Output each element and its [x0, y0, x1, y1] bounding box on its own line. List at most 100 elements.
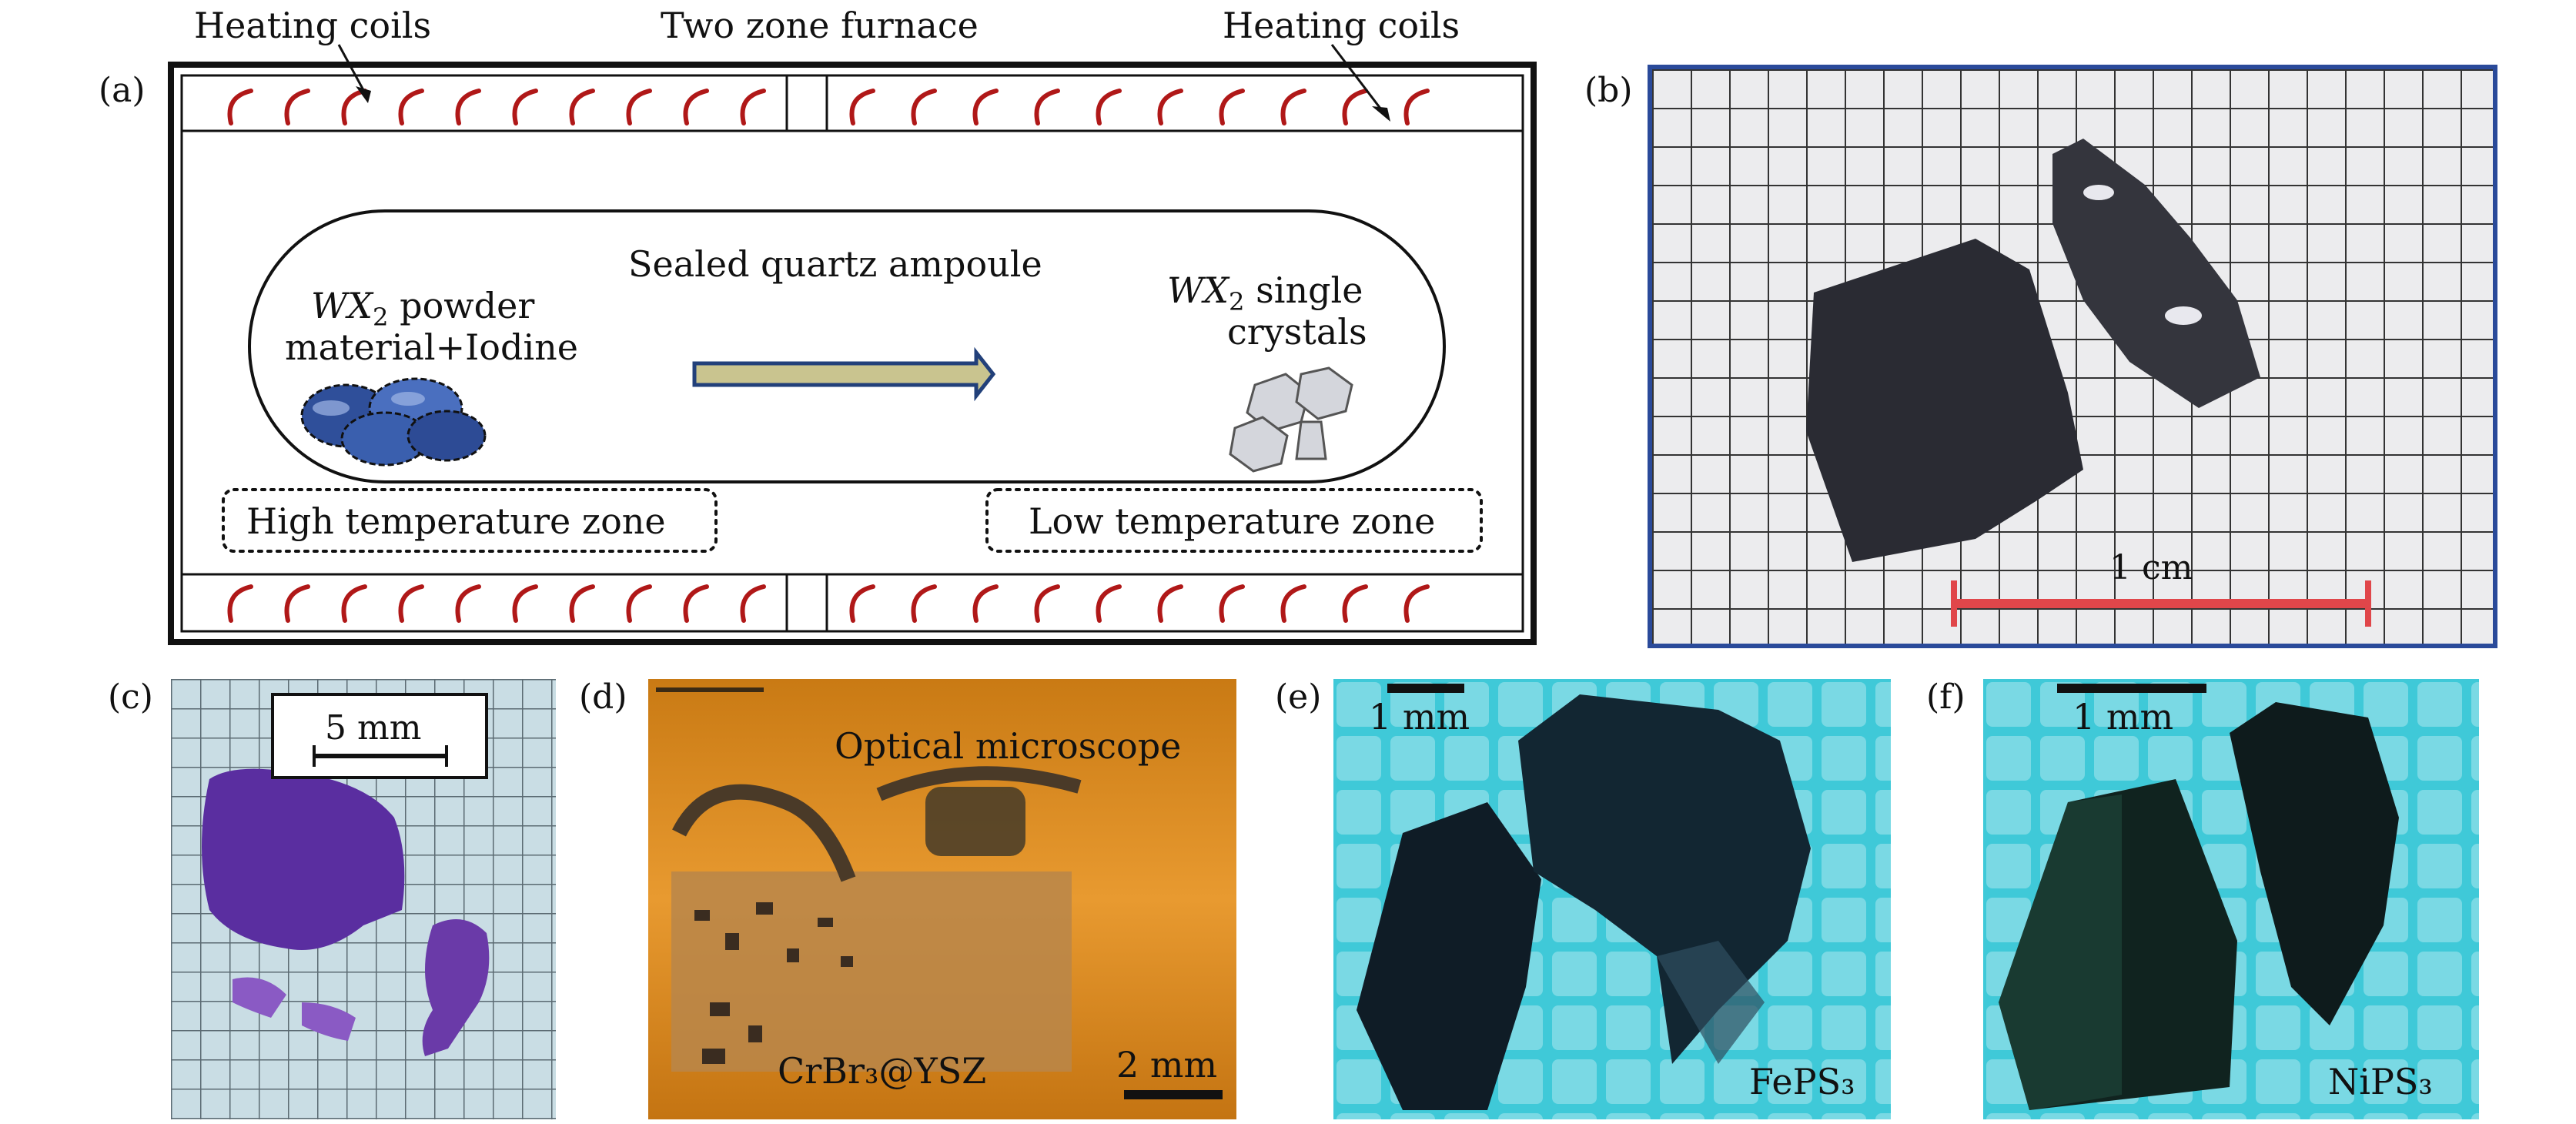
heating-coil-arc [1342, 584, 1368, 623]
heating-coil-arc [683, 89, 709, 125]
heating-coil-arc [1157, 584, 1183, 623]
heating-coils-pointer-left-head [356, 86, 371, 103]
panel-d-photo [648, 679, 1236, 1119]
high-temperature-zone-label: High temperature zone [246, 500, 666, 542]
panel-f-scale-label: 1 mm [2073, 696, 2174, 738]
low-temperature-zone-label: Low temperature zone [1029, 500, 1436, 542]
heating-coil-arc [626, 89, 652, 125]
panel-f-compound-label: NiPS₃ [2328, 1061, 2433, 1102]
panel-c-photo [171, 679, 556, 1119]
wire-left [672, 784, 856, 882]
crystal-fepse3-left [1357, 802, 1541, 1110]
heating-coil-arc [740, 89, 766, 125]
powder-label-line1: WX2 powder [311, 285, 534, 332]
heating-coils-label-left: Heating coils [194, 5, 432, 46]
heating-coil-arc [1403, 89, 1430, 125]
heating-coil-arc [569, 89, 595, 125]
heating-coil-arc [683, 584, 709, 623]
crystal-label-line1: WX2 single [1167, 269, 1363, 316]
crystal-formula-symbol: WX [1167, 269, 1229, 311]
heating-coil-arc [569, 584, 595, 623]
heating-coil-arc [455, 89, 481, 125]
low-temperature-zone-box [985, 488, 1483, 553]
ampoule-label: Sealed quartz ampoule [628, 243, 1042, 285]
panel-d-title: Optical microscope [835, 725, 1182, 767]
transport-arrow [692, 346, 996, 402]
top-heating-coils [227, 89, 1430, 125]
heating-coil-arc [227, 89, 253, 125]
top-zone-divider [785, 74, 828, 132]
ysz-substrate [671, 871, 1072, 1072]
panel-c-scale-label: 5 mm [325, 708, 422, 748]
powder-cluster-icon [300, 377, 487, 467]
heating-coil-arc [849, 584, 875, 623]
crystal-label-rest: single [1244, 269, 1363, 311]
heating-coil-arc [341, 584, 367, 623]
single-crystals-icon [1229, 366, 1353, 473]
panel-f-photo [1983, 679, 2479, 1119]
heating-coil-arc [1280, 89, 1306, 125]
panel-e-photo [1333, 679, 1891, 1119]
heating-coil-arc [284, 584, 310, 623]
panel-e-compound-label: FePS₃ [1749, 1061, 1855, 1102]
heating-coil-arc [1219, 89, 1245, 125]
panel-d-sample-label: CrBr₃@YSZ [778, 1050, 987, 1092]
powder-label-rest: powder [388, 285, 535, 326]
panel-b-label: (b) [1584, 71, 1633, 110]
furnace-diagram [168, 44, 1537, 645]
heating-coils-pointer-right-head [1372, 106, 1390, 122]
heating-coil-arc [972, 89, 999, 125]
crystal-label-line2: crystals [1227, 311, 1367, 353]
high-temperature-zone-box [222, 488, 718, 553]
panel-d-scale-label: 2 mm [1116, 1044, 1218, 1086]
heating-coil-arc [398, 89, 424, 125]
panel-d-label: (d) [579, 677, 627, 717]
furnace-inner-frame [180, 74, 1524, 633]
panel-e-label: (e) [1275, 677, 1322, 717]
crystal-flake-left [1806, 239, 2083, 562]
heating-coil-arc [1157, 89, 1183, 125]
scale-box [271, 693, 488, 779]
heating-coil-arc [849, 89, 875, 125]
heating-coil-arc [284, 89, 310, 125]
powder-label-line2: material+Iodine [285, 326, 579, 368]
bottom-zone-divider [785, 573, 828, 633]
heating-coil-arc [911, 89, 937, 125]
heating-coil-arc [911, 584, 937, 623]
heating-coil-arc [1403, 584, 1430, 623]
panel-f-label: (f) [1926, 677, 1965, 717]
heating-coil-arc [1219, 584, 1245, 623]
panel-b-photo [1648, 65, 2497, 648]
heating-coil-arc [455, 584, 481, 623]
heating-coil-arc [740, 584, 766, 623]
crystal-flake-large [202, 768, 405, 950]
panel-c-label: (c) [108, 677, 153, 717]
crystal-flake-small-mid [302, 1002, 356, 1041]
heating-coil-arc [1034, 89, 1060, 125]
heating-coil-arc [398, 584, 424, 623]
heating-coil-arc [972, 584, 999, 623]
crystal-nipse3-right [2230, 702, 2399, 1025]
crystal-flake-right [2052, 139, 2260, 408]
sample-holder [925, 787, 1025, 856]
wire-right [876, 766, 1082, 801]
furnace-label: Two zone furnace [661, 5, 979, 46]
crystal-fragments [694, 902, 853, 1064]
crystal-flake-small-right [422, 919, 490, 1056]
heating-coil-arc [1034, 584, 1060, 623]
heating-coils-pointer-right [1330, 44, 1387, 116]
panel-e-scale-label: 1 mm [1369, 696, 1470, 738]
crystal-flake-small-left [233, 977, 286, 1018]
powder-formula-subscript: 2 [373, 303, 389, 333]
heating-coil-arc [512, 584, 538, 623]
crystal-formula-subscript: 2 [1229, 287, 1245, 317]
heating-coil-arc [626, 584, 652, 623]
heating-coils-label-right: Heating coils [1223, 5, 1460, 46]
heating-coil-arc [1096, 584, 1122, 623]
panel-a-label: (a) [99, 71, 146, 110]
heating-coil-arc [1280, 584, 1306, 623]
bottom-heating-coils [227, 584, 1430, 623]
quartz-ampoule [248, 209, 1446, 483]
heating-coil-arc [512, 89, 538, 125]
powder-formula-symbol: WX [311, 285, 373, 326]
